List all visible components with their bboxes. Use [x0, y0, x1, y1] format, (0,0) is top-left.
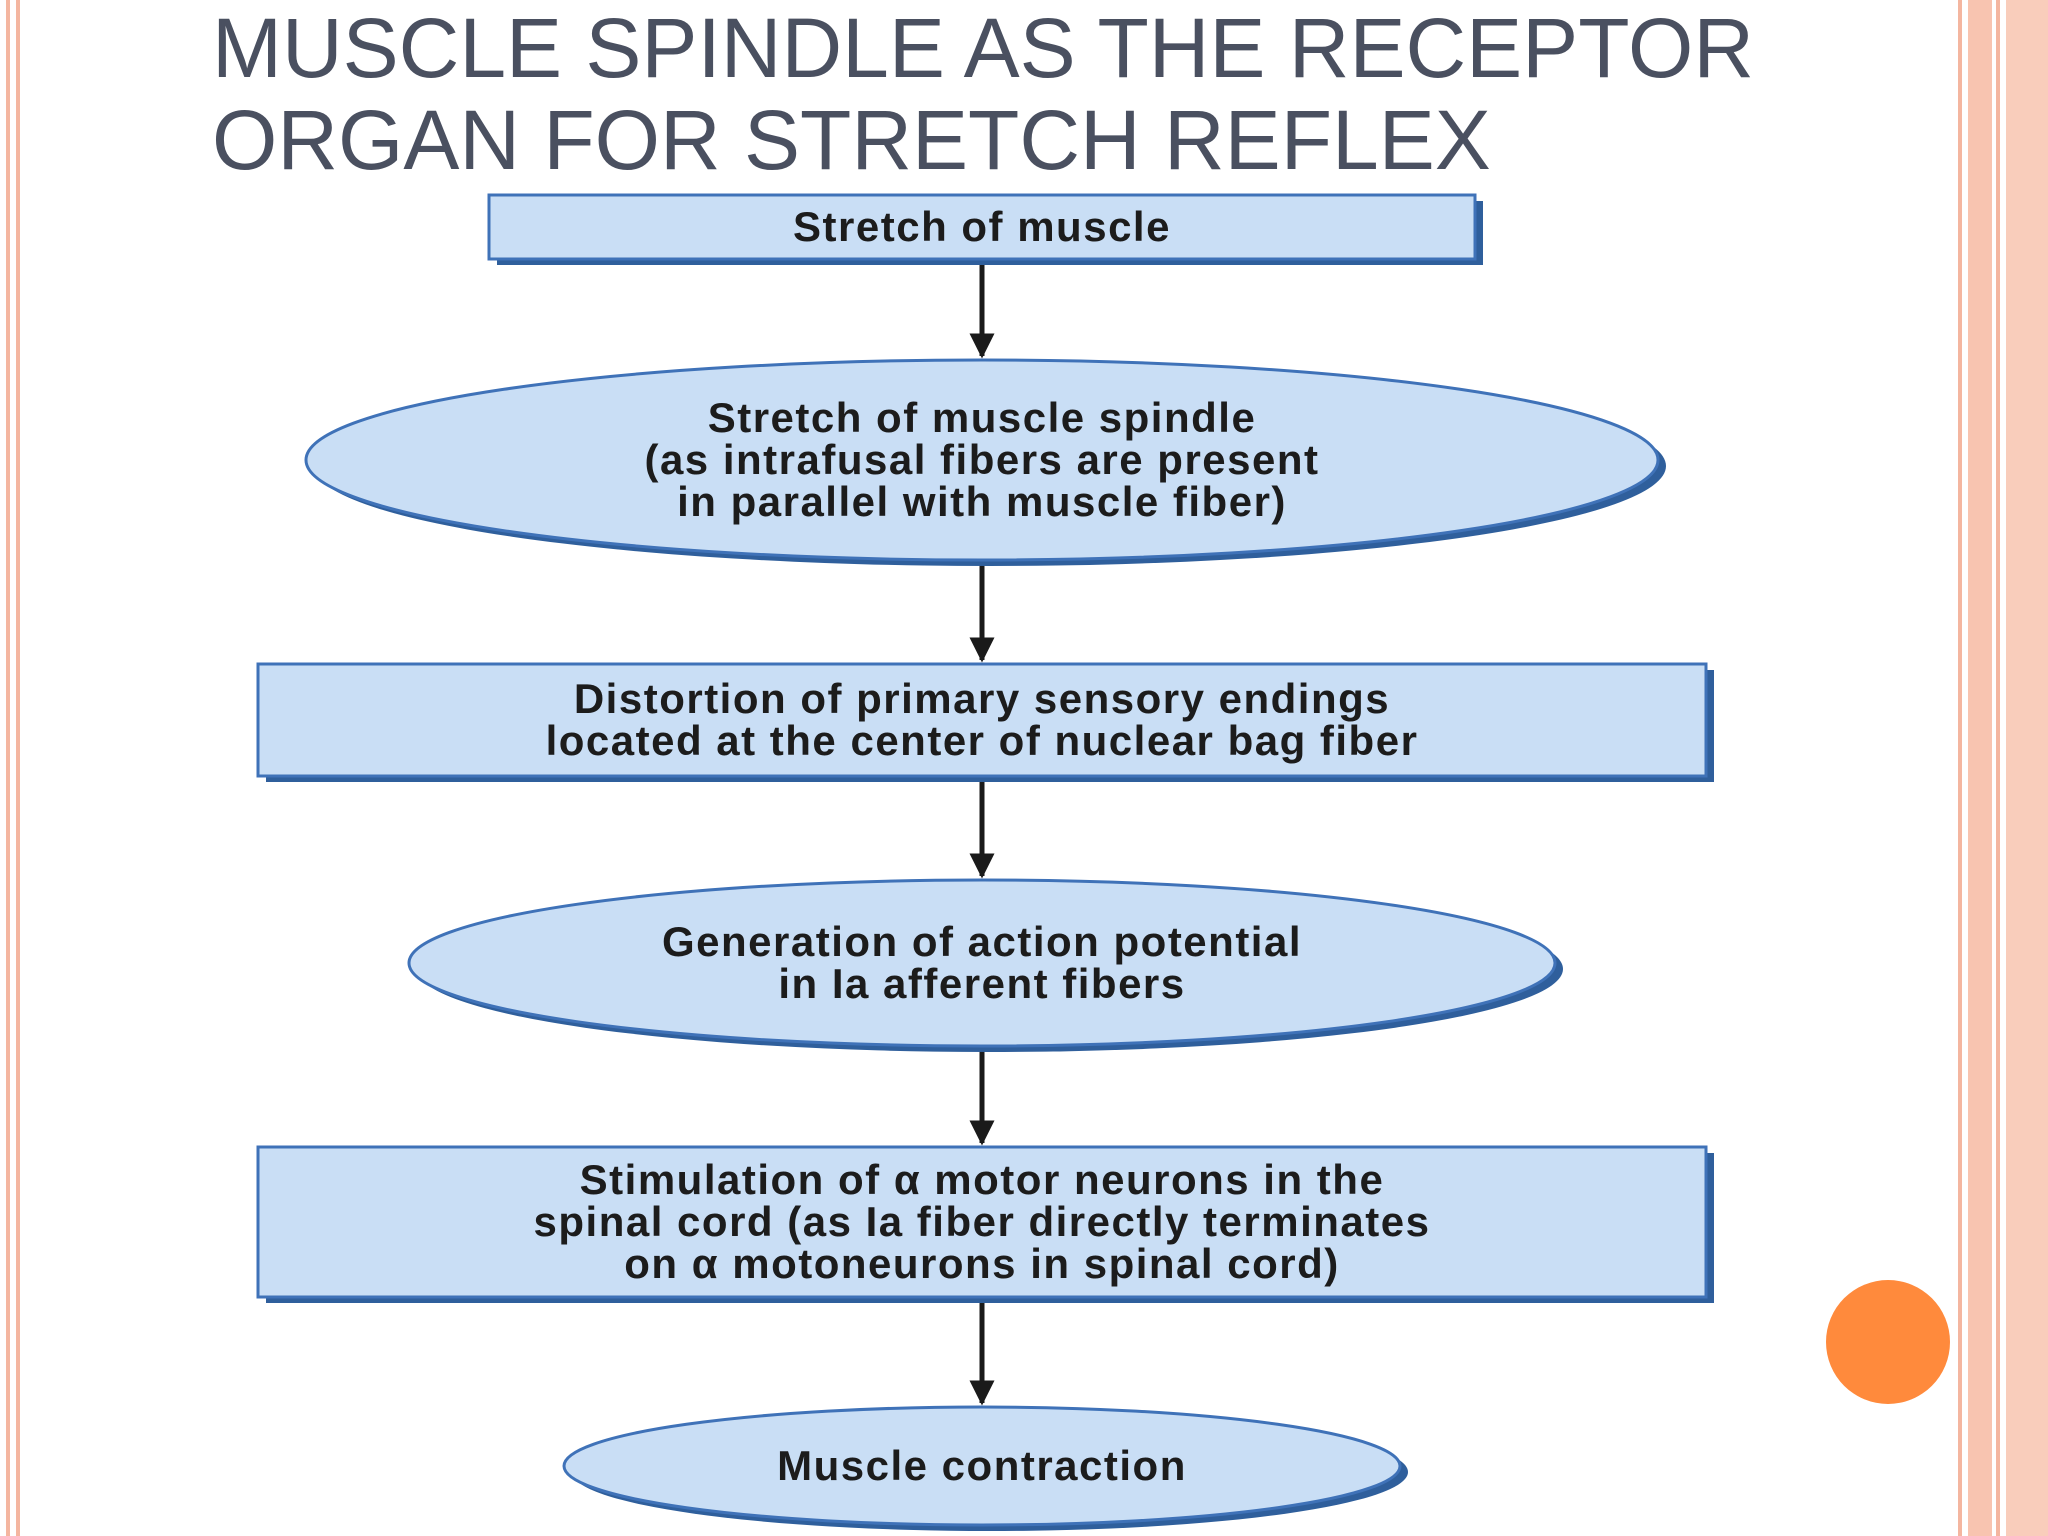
node-box — [487, 193, 1477, 261]
node-label-line: Stimulation of α motor neurons in the — [580, 1156, 1385, 1203]
slide-title-line-2: ORGAN FOR STRETCH REFLEX — [212, 93, 1491, 187]
right-frame-band — [1968, 0, 1992, 1536]
node-label-line: Generation of action potential — [662, 918, 1302, 965]
left-frame-line-inner — [16, 0, 20, 1536]
node-label-line: Stretch of muscle — [793, 203, 1171, 250]
flowchart-node-3: Distortion of primary sensory endingsloc… — [256, 662, 1714, 782]
node-box — [256, 662, 1708, 778]
right-frame-line — [1958, 0, 1962, 1536]
node-ellipse — [304, 358, 1660, 562]
node-label-line: (as intrafusal fibers are present — [644, 436, 1319, 483]
node-label-line: in parallel with muscle fiber) — [677, 478, 1287, 525]
node-label-line: Muscle contraction — [777, 1442, 1187, 1489]
node-label-line: Stretch of muscle spindle — [708, 394, 1257, 441]
slide-accent-dot — [1826, 1280, 1950, 1404]
right-frame-line-2 — [1996, 0, 2000, 1536]
flowchart-node-6: Muscle contraction — [562, 1405, 1408, 1531]
flowchart-node-1: Stretch of muscle — [487, 193, 1483, 265]
node-label-line: on α motoneurons in spinal cord) — [624, 1240, 1340, 1287]
node-ellipse — [562, 1405, 1402, 1527]
node-box — [256, 1145, 1708, 1299]
slide-title-line-1: MUSCLE SPINDLE AS THE RECEPTOR — [212, 1, 1754, 95]
node-ellipse — [407, 878, 1557, 1048]
flowchart-node-5: Stimulation of α motor neurons in thespi… — [256, 1145, 1714, 1303]
node-label-line: Distortion of primary sensory endings — [574, 675, 1390, 722]
left-frame-line-outer — [6, 0, 10, 1536]
flowchart-node-2: Stretch of muscle spindle(as intrafusal … — [304, 358, 1666, 566]
node-label-line: located at the center of nuclear bag fib… — [546, 717, 1419, 764]
node-label-line: in Ia afferent fibers — [778, 960, 1185, 1007]
right-frame-edge — [2006, 0, 2048, 1536]
slide-title: MUSCLE SPINDLE AS THE RECEPTOR ORGAN FOR… — [212, 1, 1754, 187]
node-label-line: spinal cord (as Ia fiber directly termin… — [534, 1198, 1431, 1245]
